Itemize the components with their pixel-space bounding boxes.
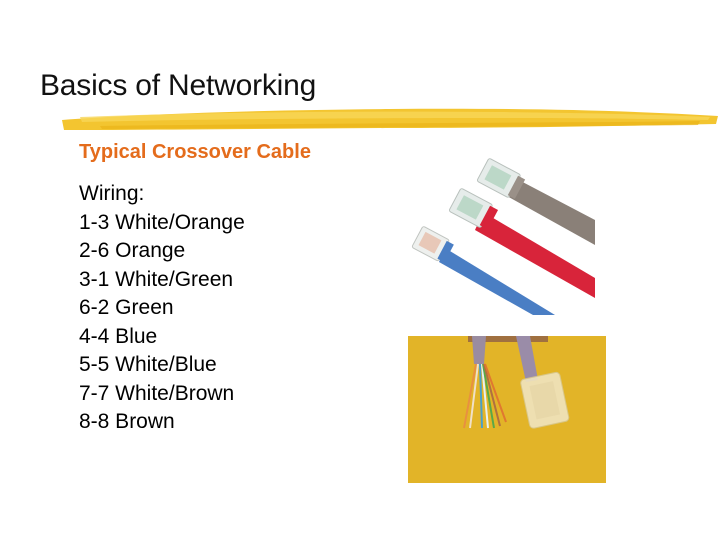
wiring-item: 6-2 Green (79, 296, 174, 319)
wiring-item: 5-5 White/Blue (79, 353, 217, 376)
wiring-item: 1-3 White/Orange (79, 210, 245, 234)
rj45-cables-photo (411, 158, 595, 315)
wiring-list: Wiring: 1-3 White/Orange 2-6 Orange 3-1 … (79, 180, 245, 437)
wiring-item: 3-1 White/Green (79, 267, 234, 291)
wiring-item: 7-7 White/Brown (79, 381, 235, 405)
wiring-item: 2-6 Orange (79, 239, 186, 262)
stripped-cable-photo (408, 336, 606, 483)
wiring-item: 8-8 Brown (79, 410, 175, 433)
slide-subtitle: Typical Crossover Cable (79, 141, 311, 163)
wiring-label: Wiring: (79, 182, 145, 205)
slide-title: Basics of Networking (40, 69, 317, 102)
wiring-item: 4-4 Blue (79, 324, 158, 348)
yellow-brush-stroke-divider (62, 108, 718, 130)
